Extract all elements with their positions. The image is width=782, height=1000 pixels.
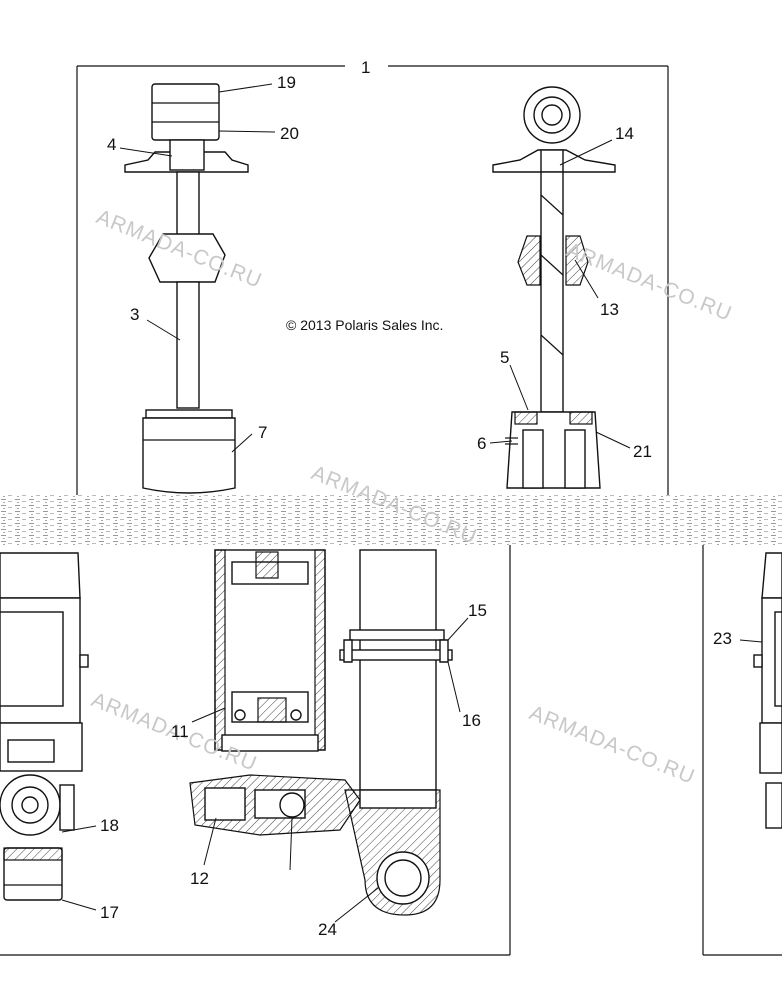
callout-19: 19 — [277, 73, 296, 92]
leader-lines — [61, 83, 763, 923]
callout-14: 14 — [615, 124, 634, 143]
callout-11: 11 — [171, 722, 189, 741]
callout-5: 5 — [500, 348, 509, 367]
right-shock-section — [492, 86, 616, 489]
copyright-text: © 2013 Polaris Sales Inc. — [286, 317, 443, 333]
callout-6: 6 — [477, 434, 486, 453]
left-shock-upper — [124, 83, 249, 494]
callout-21: 21 — [633, 442, 652, 461]
watermark-5: ARMADA-CO.RU — [526, 701, 698, 788]
callout-18: 18 — [100, 816, 119, 835]
callout-17: 17 — [100, 903, 119, 922]
watermark-2: ARMADA-CO.RU — [563, 238, 735, 325]
upper-frame — [76, 65, 669, 495]
callout-7: 7 — [258, 423, 267, 442]
callout-13: 13 — [600, 300, 619, 319]
callout-23: 23 — [713, 629, 732, 648]
lower-center-reservoir — [189, 549, 453, 916]
lower-right-reservoir — [753, 552, 782, 829]
callout-20: 20 — [280, 124, 299, 143]
callout-15: 15 — [468, 601, 487, 620]
callout-3: 3 — [130, 305, 139, 324]
callout-12: 12 — [190, 869, 209, 888]
callout-4: 4 — [107, 135, 116, 154]
callout-1: 1 — [361, 58, 370, 77]
lower-frames — [0, 545, 782, 956]
lower-left-reservoir — [0, 552, 89, 901]
callout-24: 24 — [318, 920, 337, 939]
callout-16: 16 — [462, 711, 481, 730]
callout-labels: 1 19 20 4 3 7 14 13 5 6 21 15 16 11 12 1… — [100, 58, 732, 939]
scan-band — [0, 495, 782, 545]
